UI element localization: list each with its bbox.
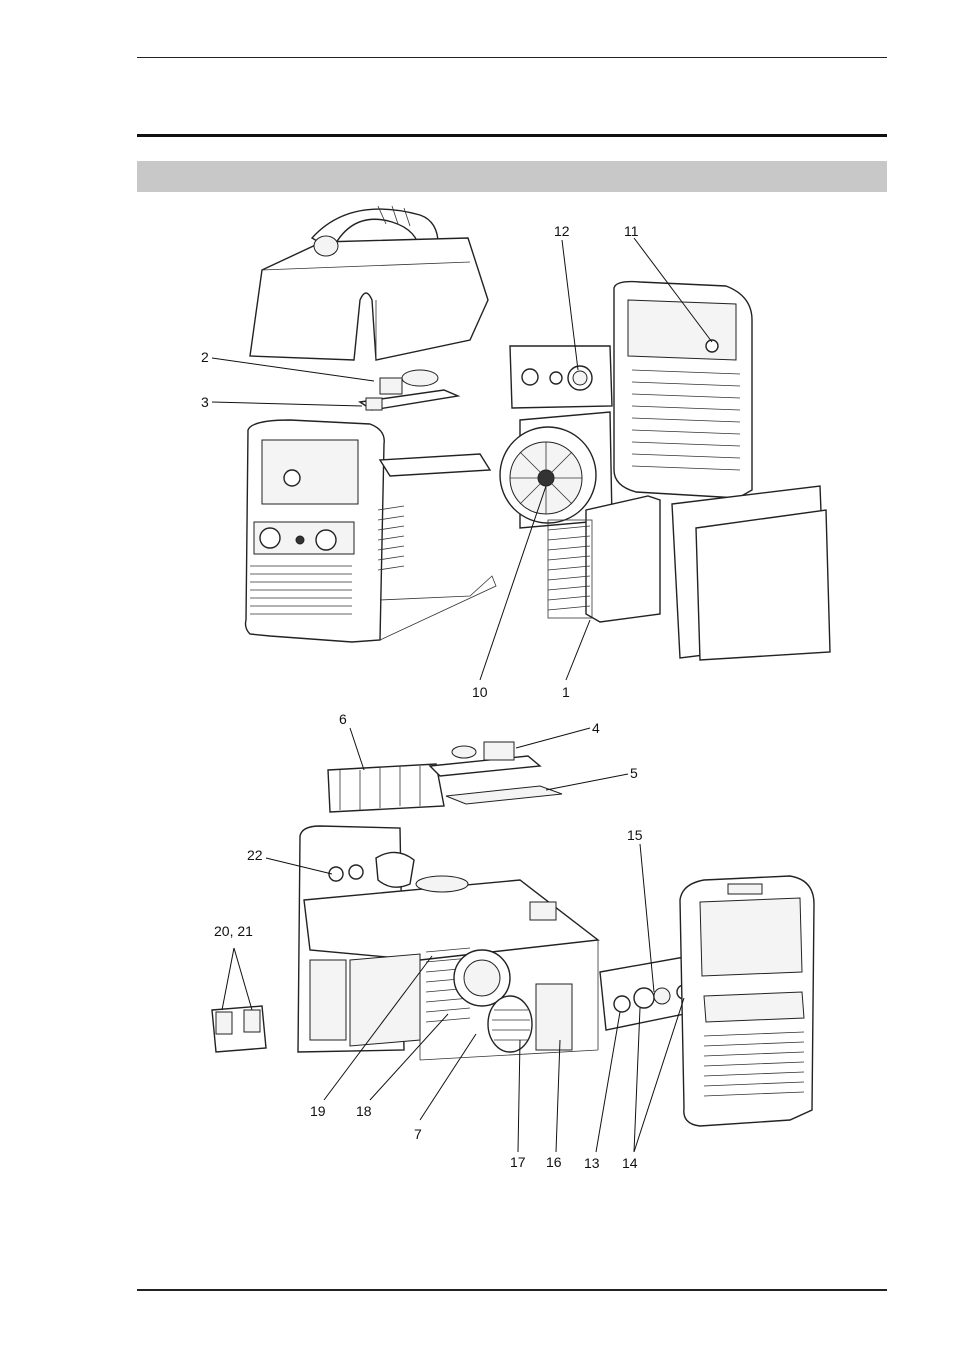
callout-11: 11 [624,223,639,239]
main-chassis-part [298,826,598,1060]
callout-10: 10 [472,684,488,700]
cover-part [250,206,488,360]
callout-7: 7 [414,1126,422,1142]
callout-13: 13 [584,1155,600,1171]
front-bezel-part [680,876,814,1126]
callout-20-21: 20, 21 [214,923,253,939]
callout-5: 5 [630,765,638,781]
callout-12: 12 [554,223,570,239]
pcb-top-part [360,370,458,410]
rear-plate-part [510,346,612,408]
rear-plate-lower-part [600,956,694,1030]
callout-16: 16 [546,1154,562,1170]
callout-22: 22 [247,847,263,863]
front-chassis-part [246,420,497,642]
callout-1: 1 [562,684,570,700]
pcb-upper-part [328,742,562,812]
callout-6: 6 [339,711,347,727]
callout-2: 2 [201,349,209,365]
side-panels-part [672,486,830,660]
callout-15: 15 [627,827,643,843]
callout-19: 19 [310,1103,326,1119]
callout-3: 3 [201,394,209,410]
callout-14: 14 [622,1155,638,1171]
terminal-blocks-part [212,1006,266,1052]
rear-frame-part [614,282,752,498]
callout-18: 18 [356,1103,372,1119]
callout-17: 17 [510,1154,526,1170]
callout-4: 4 [592,720,600,736]
